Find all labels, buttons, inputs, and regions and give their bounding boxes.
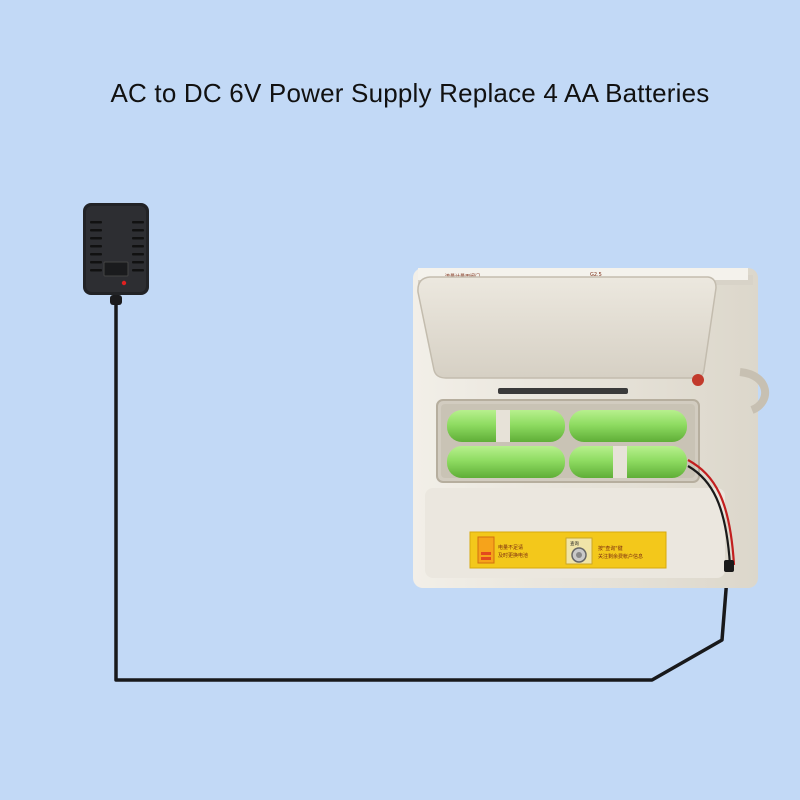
led-indicator-icon xyxy=(121,280,127,286)
gas-meter: 流量计量用阀门 G2.5 电量不足请 及时更换电池 xyxy=(413,268,770,588)
headline: AC to DC 6V Power Supply Replace 4 AA Ba… xyxy=(110,78,710,108)
query-key-label: 查询 xyxy=(570,540,579,547)
battery-2 xyxy=(569,410,687,442)
battery-4 xyxy=(569,446,687,478)
power-adapter xyxy=(83,203,149,305)
label-right-line2: 关注剩余费帐户信息 xyxy=(598,553,643,560)
battery-lid xyxy=(417,276,717,379)
black-wire xyxy=(687,465,732,566)
adapter-vents xyxy=(90,221,144,272)
dc-cable xyxy=(114,304,730,682)
label-left-line2: 及时更换电池 xyxy=(498,552,528,559)
instruction-label: 电量不足请 及时更换电池 查询 按"查询"键 关注剩余费帐户信息 xyxy=(469,531,667,569)
label-right-line1: 按"查询"键 xyxy=(598,545,623,552)
red-wire xyxy=(687,459,736,566)
aa-batteries xyxy=(447,410,687,478)
top-strip-right-text: G2.5 xyxy=(590,272,602,278)
label-left-line1: 电量不足请 xyxy=(498,544,523,551)
battery-3 xyxy=(447,446,565,478)
